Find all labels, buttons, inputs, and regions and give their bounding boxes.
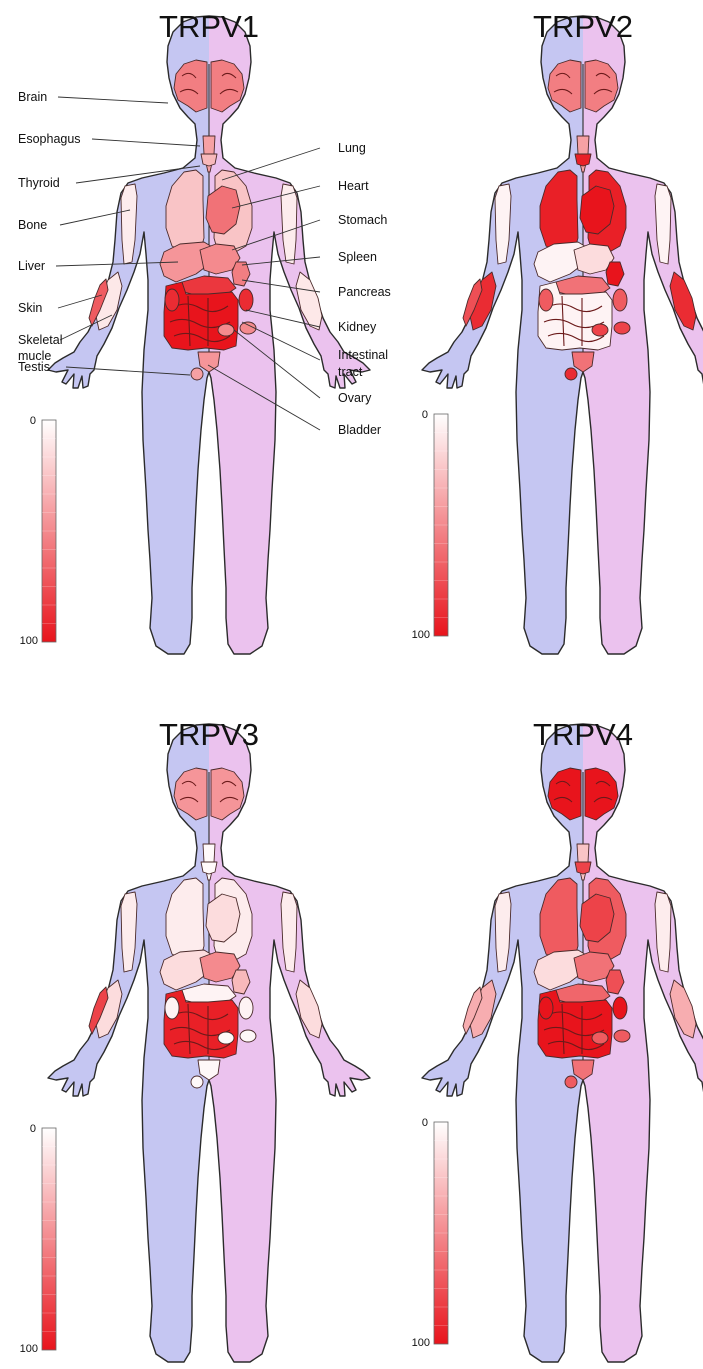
- label-pancreas: Pancreas: [338, 285, 391, 299]
- color-scale-min-label: 0: [422, 1117, 428, 1129]
- organ-skeletal-muscle: [670, 272, 696, 330]
- organ-ovary: [240, 1030, 256, 1042]
- organ-skeletal-muscle: [296, 980, 322, 1038]
- label-ovary: Ovary: [338, 391, 372, 405]
- label-skeletal: Skeletal: [18, 333, 62, 347]
- color-scale-max-label: 100: [20, 635, 38, 647]
- label-stomach: Stomach: [338, 213, 387, 227]
- color-scale-min-label: 0: [30, 415, 36, 427]
- organ-kidney: [613, 289, 627, 311]
- organ-ovary: [614, 1030, 630, 1042]
- color-scale: 0 100: [20, 415, 56, 647]
- label-spleen: Spleen: [338, 250, 377, 264]
- organ-kidney: [239, 997, 253, 1019]
- color-scale: 0 100: [20, 1123, 56, 1355]
- organ-ovary: [614, 322, 630, 334]
- color-scale-max-label: 100: [412, 629, 430, 641]
- organ-thyroid: [575, 154, 591, 166]
- color-scale-max-label: 100: [412, 1337, 430, 1349]
- organ-ovary: [218, 324, 234, 336]
- organ-kidney: [165, 997, 179, 1019]
- panel-title: TRPV2: [533, 9, 633, 44]
- organ-testis: [565, 368, 577, 380]
- organ-kidney: [539, 997, 553, 1019]
- organ-skeletal-muscle: [670, 980, 696, 1038]
- label-testis: Testis: [18, 360, 50, 374]
- panel-title: TRPV4: [533, 717, 633, 752]
- label-esophagus: Esophagus: [18, 132, 81, 146]
- color-scale: 0 100: [412, 1117, 448, 1349]
- color-scale-min-label: 0: [30, 1123, 36, 1135]
- organ-testis: [191, 1076, 203, 1088]
- organ-ovary: [592, 324, 608, 336]
- panel-trpv4: TRPV4 0 100: [412, 717, 703, 1362]
- panel-trpv2: TRPV2 0 100: [412, 9, 703, 654]
- organ-thyroid: [575, 862, 591, 874]
- label-brain: Brain: [18, 90, 47, 104]
- organ-kidney: [539, 289, 553, 311]
- label-bladder: Bladder: [338, 423, 381, 437]
- label-thyroid: Thyroid: [18, 176, 60, 190]
- color-scale-min-label: 0: [422, 409, 428, 421]
- organ-thyroid: [201, 862, 217, 874]
- organ-kidney: [165, 289, 179, 311]
- panel-trpv1: TRPV1 0 100: [20, 9, 370, 654]
- organ-testis: [565, 1076, 577, 1088]
- label-liver: Liver: [18, 259, 45, 273]
- panel-trpv3: TRPV3 0 100: [20, 717, 370, 1362]
- organ-ovary: [592, 1032, 608, 1044]
- organ-kidney: [239, 289, 253, 311]
- label-tract: tract: [338, 365, 363, 379]
- panel-title: TRPV3: [159, 717, 259, 752]
- organ-ovary: [218, 1032, 234, 1044]
- color-scale-max-label: 100: [20, 1343, 38, 1355]
- organ-testis: [191, 368, 203, 380]
- label-kidney: Kidney: [338, 320, 377, 334]
- label-lung: Lung: [338, 141, 366, 155]
- label-bone: Bone: [18, 218, 47, 232]
- label-heart: Heart: [338, 179, 369, 193]
- panel-title: TRPV1: [159, 9, 259, 44]
- organ-thyroid: [201, 154, 217, 166]
- organ-kidney: [613, 997, 627, 1019]
- color-scale: 0 100: [412, 409, 448, 641]
- label-skin: Skin: [18, 301, 42, 315]
- label-intestinal: Intestinal: [338, 348, 388, 362]
- organ-skeletal-muscle: [296, 272, 322, 330]
